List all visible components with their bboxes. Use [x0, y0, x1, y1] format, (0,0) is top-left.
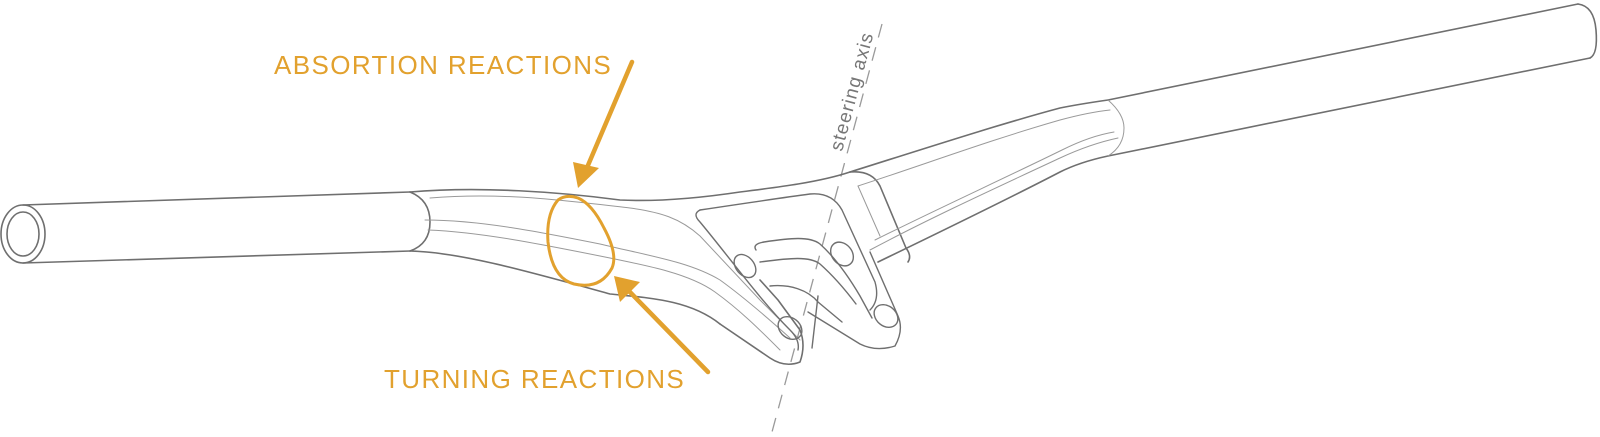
turning-arrow-head [614, 276, 640, 302]
annotations [546, 59, 711, 375]
turning-arrow-shaft [623, 285, 711, 375]
left-grip-tube [0, 191, 431, 264]
bolt-hole [829, 241, 855, 267]
absorption-reactions-label: ABSORTION REACTIONS [274, 50, 613, 80]
bolt-hole [733, 253, 757, 279]
absorption-arrow-shaft [583, 59, 635, 173]
reaction-zone-loop [546, 194, 616, 287]
bolt-hole [873, 303, 899, 329]
stem-bolt-holes [733, 241, 899, 341]
absorption-arrow-head [573, 162, 599, 188]
left-arm-contours [424, 195, 801, 351]
right-grip-tube [1107, 3, 1598, 157]
right-arm-contours [857, 109, 1119, 251]
right-riser-arm [849, 99, 1109, 263]
steering-axis-line [771, 23, 883, 433]
bolt-hole [777, 315, 803, 341]
steering-axis-label: steering axis [827, 30, 879, 154]
turning-reactions-label: TURNING REACTIONS [384, 364, 686, 394]
